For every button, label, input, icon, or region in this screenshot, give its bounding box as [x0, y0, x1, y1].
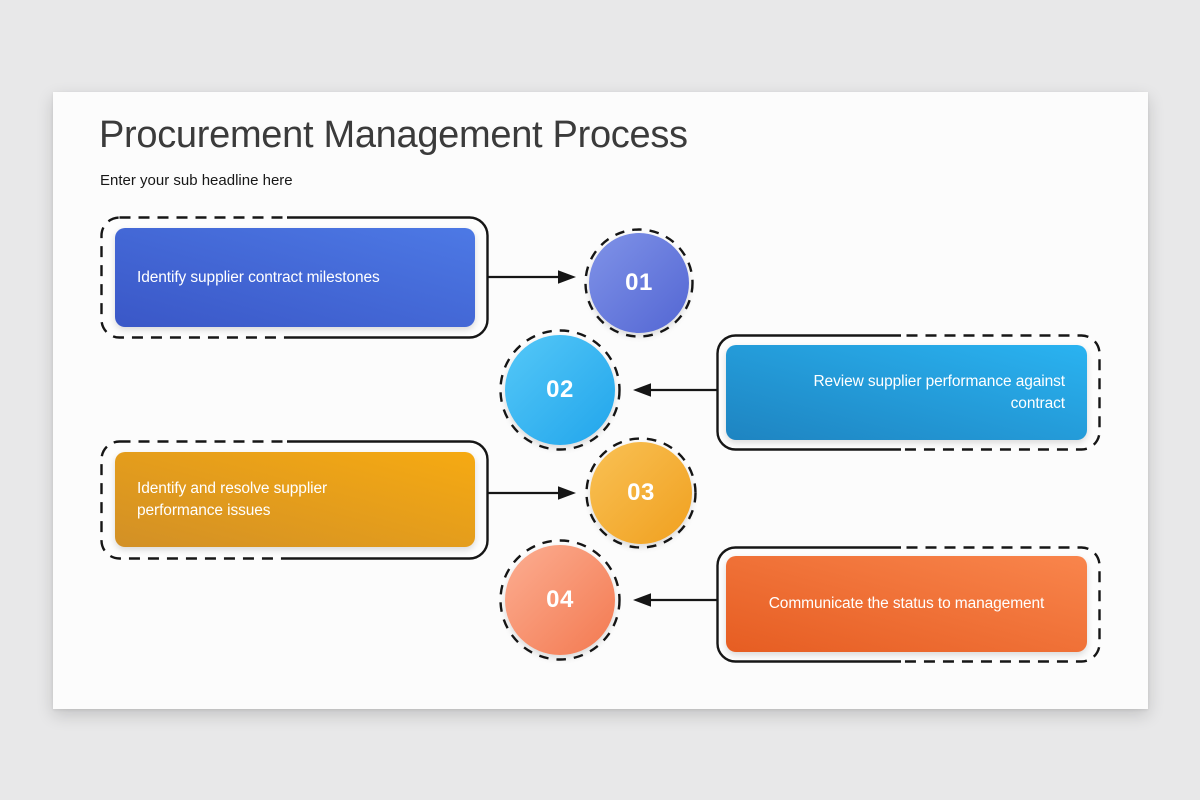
step-circle-4: 04 — [505, 545, 615, 655]
step-box-4: Communicate the status to management — [726, 556, 1087, 652]
connector-arrow-2 — [633, 383, 717, 397]
page-title: Procurement Management Process — [99, 114, 688, 156]
step-circle-1: 01 — [589, 233, 689, 333]
step-box-3: Identify and resolve supplier performanc… — [115, 452, 475, 547]
connector-arrow-4 — [633, 593, 717, 607]
page-subtitle: Enter your sub headline here — [100, 172, 293, 189]
step-number-2: 02 — [546, 376, 574, 403]
slide-canvas: Procurement Management Process Enter you… — [53, 92, 1148, 709]
step-label-3: Identify and resolve supplier performanc… — [137, 479, 328, 519]
step-label-2: Review supplier performance against cont… — [813, 372, 1065, 412]
step-box-1: Identify supplier contract milestones — [115, 228, 475, 327]
connector-arrow-1 — [488, 270, 576, 284]
step-label-4: Communicate the status to management — [768, 595, 1045, 613]
step-number-3: 03 — [627, 479, 655, 506]
step-number-1: 01 — [625, 269, 653, 296]
step-number-4: 04 — [546, 586, 574, 613]
connector-arrow-3 — [488, 486, 576, 500]
step-circle-3: 03 — [590, 442, 692, 544]
step-box-2: Review supplier performance against cont… — [726, 345, 1087, 440]
step-label-1: Identify supplier contract milestones — [137, 268, 380, 286]
step-circle-2: 02 — [505, 335, 615, 445]
